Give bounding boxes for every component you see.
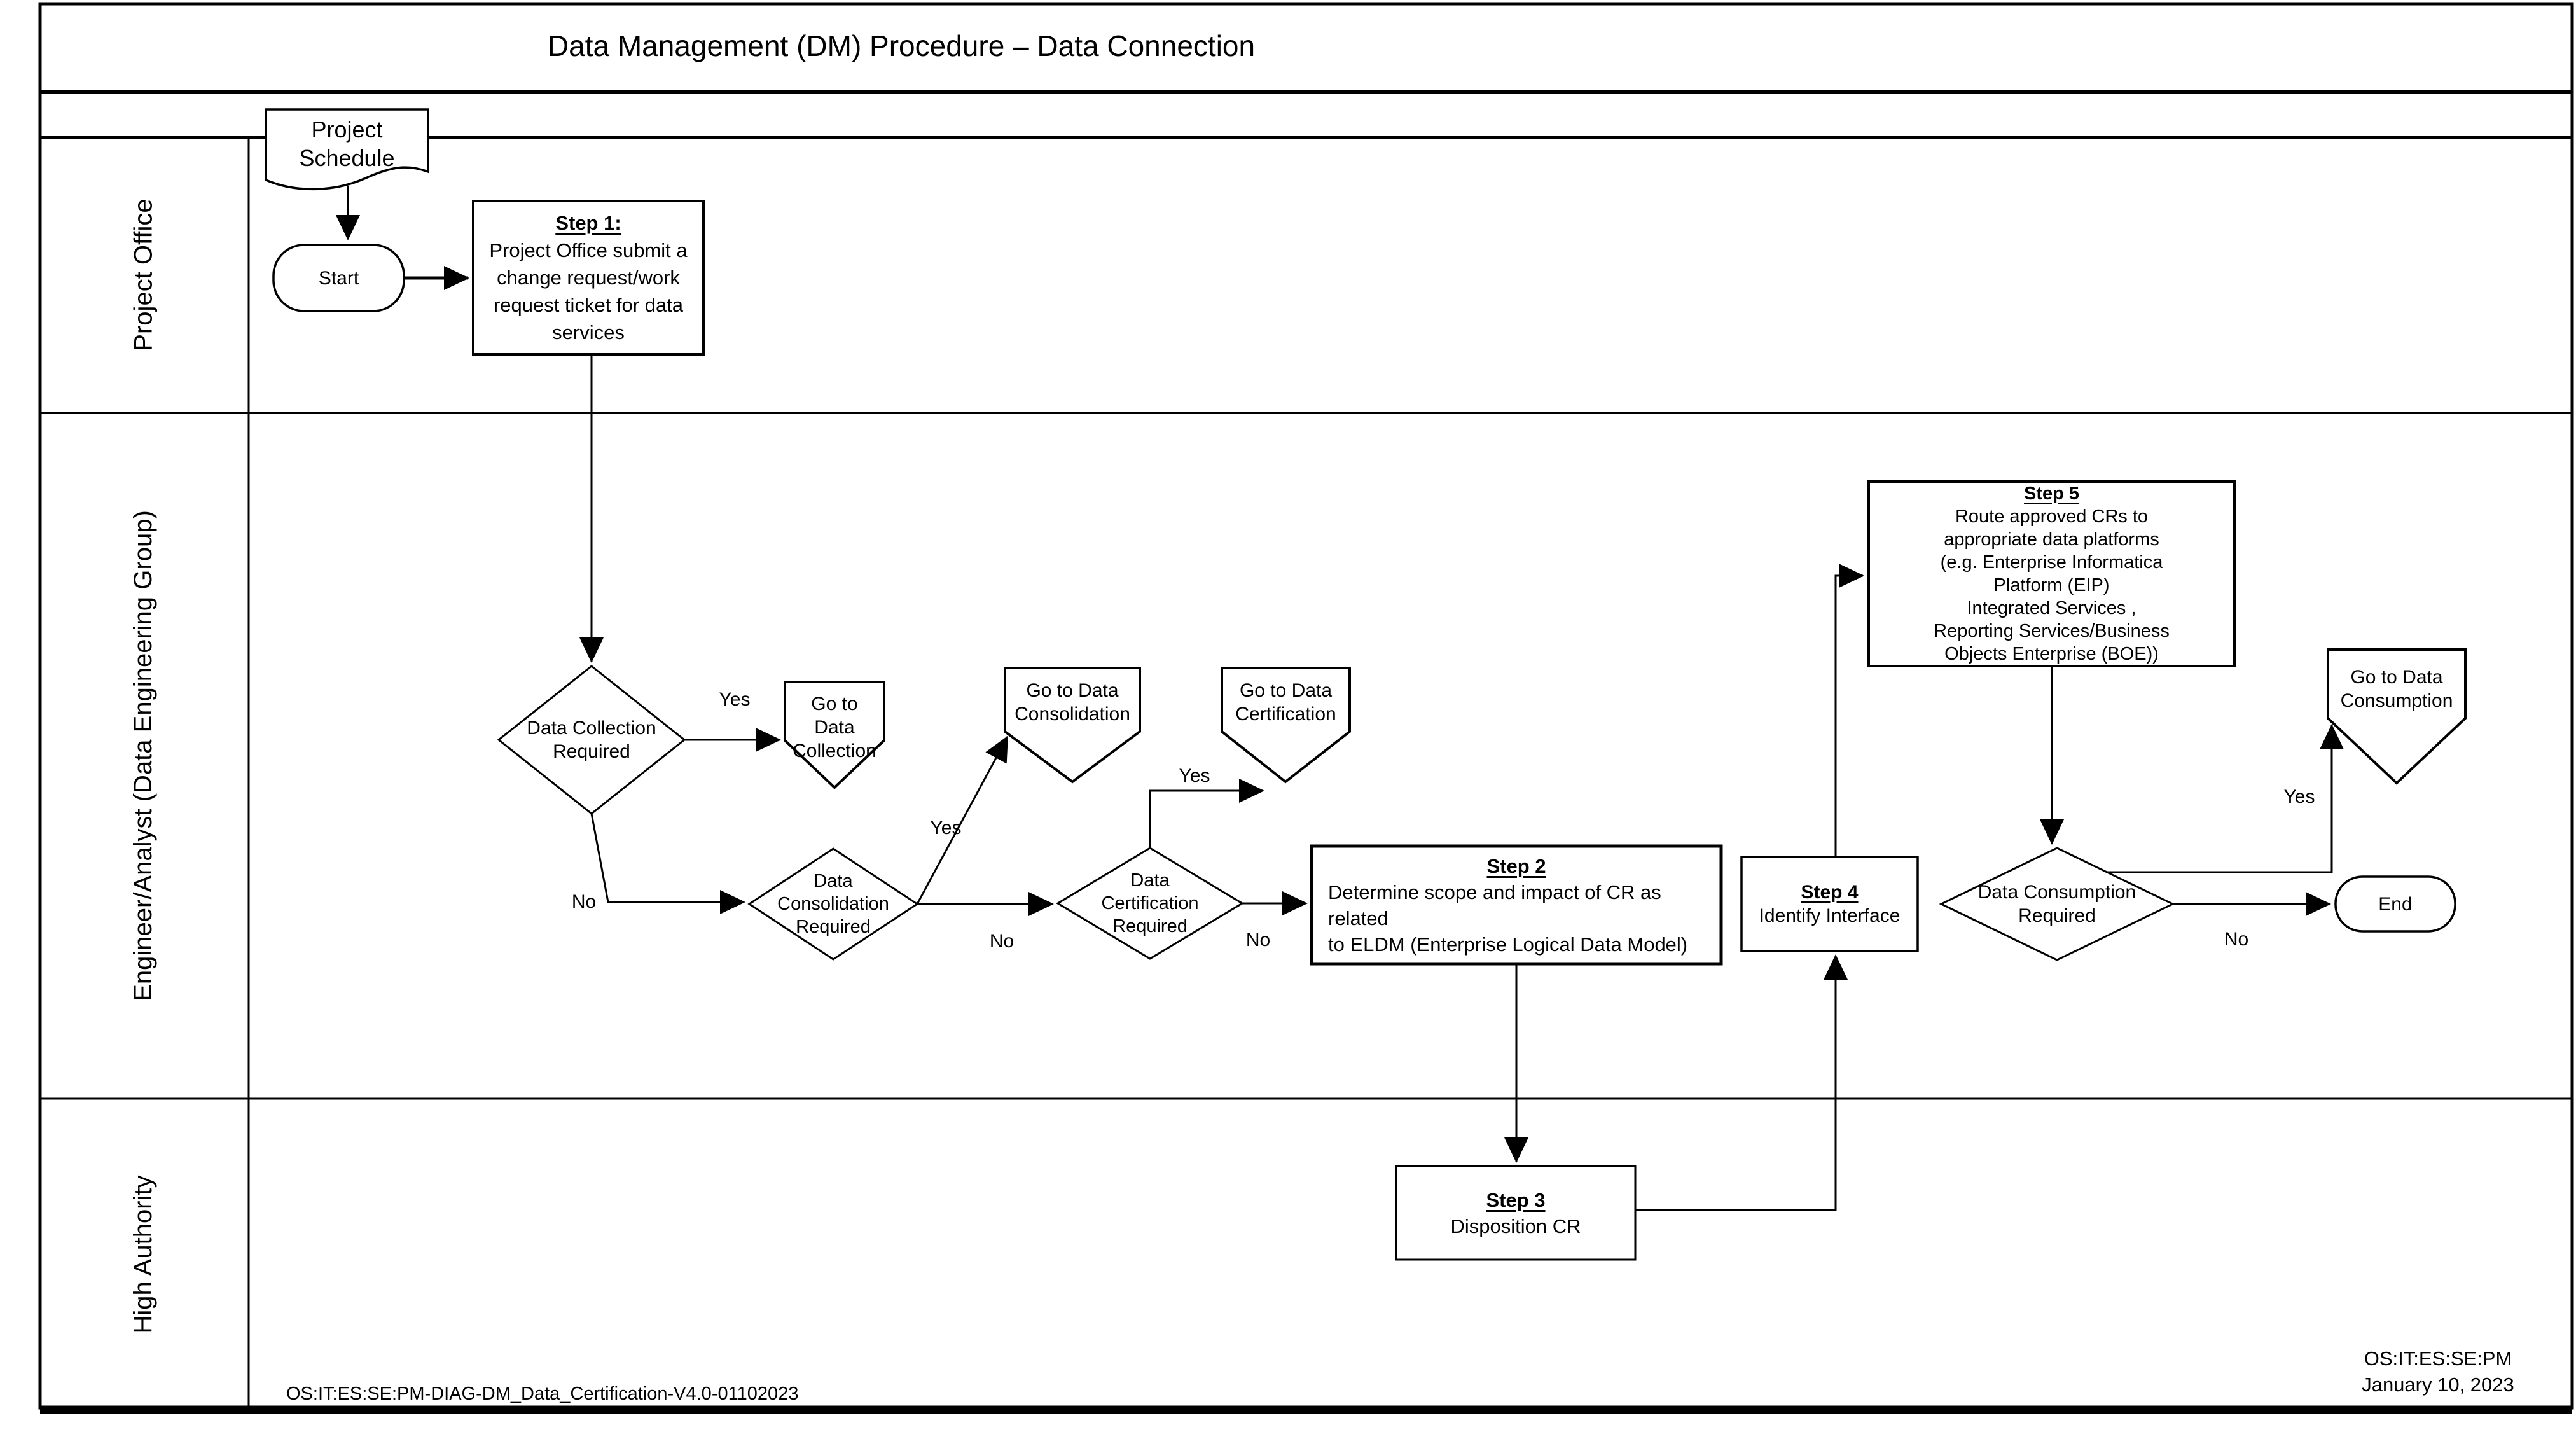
- data-certification-diamond-shape: [1056, 847, 1244, 960]
- step1-title: Step 1:: [555, 212, 621, 234]
- step3-body: Disposition CR: [1450, 1214, 1581, 1237]
- goto-consolidation-pentagon-shape: [1004, 667, 1141, 784]
- data-consumption-decision: Data Consumption Required: [1977, 882, 2136, 926]
- start-node: Start: [318, 267, 359, 289]
- step2-body: Determine scope and impact of CR as rela…: [1328, 880, 1688, 956]
- goto-consolidation-connector: Go to Data Consolidation: [1014, 680, 1130, 725]
- start-shape: [272, 244, 405, 312]
- step2-node: Step 2 Determine scope and impact of CR …: [1312, 846, 1721, 964]
- step2-box-shape: [1310, 844, 1723, 966]
- page-title: Data Management (DM) Procedure – Data Co…: [547, 29, 1256, 62]
- edge-step3-to-step4: [1635, 954, 1848, 1211]
- step3-node: Step 3 Disposition CR: [1396, 1166, 1635, 1260]
- lane-label-engineer-analyst: Engineer/Analyst (Data Engineering Group…: [128, 510, 157, 1001]
- step4-body: Identify Interface: [1759, 905, 1901, 926]
- data-collection-diamond-shape: [497, 665, 686, 815]
- edge-certification-yes: [1149, 779, 1264, 848]
- project-schedule-document-shape: [265, 108, 429, 191]
- end-node: End: [2378, 893, 2413, 915]
- goto-consumption-connector: Go to Data Consumption: [2340, 667, 2453, 711]
- label-consolidation-yes: Yes: [930, 817, 962, 838]
- step3-box-shape: [1395, 1165, 1637, 1261]
- step4-box-shape: [1740, 856, 1919, 952]
- lane-label-project-office: Project Office: [129, 198, 157, 351]
- edge-step4-to-step5: [1834, 564, 1864, 857]
- end-shape: [2334, 875, 2456, 933]
- step5-title: Step 5: [2023, 483, 2080, 504]
- label-certification-yes: Yes: [1179, 765, 1210, 786]
- step2-title: Step 2: [1486, 854, 1546, 877]
- goto-certification-pentagon-shape: [1221, 667, 1351, 784]
- goto-collection-connector: Go to Data Collection: [793, 693, 876, 761]
- data-consumption-diamond-shape: [1939, 847, 2175, 961]
- edge-collection-no: [590, 813, 745, 914]
- step3-title: Step 3: [1486, 1188, 1546, 1211]
- data-certification-decision: Data Certification Required: [1101, 870, 1199, 936]
- label-consumption-yes: Yes: [2283, 786, 2315, 807]
- data-consolidation-decision: Data Consolidation Required: [777, 871, 889, 937]
- goto-consumption-pentagon-shape: [2327, 648, 2467, 785]
- step5-node: Step 5 Route approved CRs to appropriate…: [1869, 482, 2234, 666]
- goto-certification-connector: Go to Data Certification: [1235, 680, 1336, 725]
- lane-label-high-authority: High Authority: [128, 1175, 157, 1334]
- edge-consolidation-yes: [916, 735, 1009, 905]
- data-collection-decision: Data Collection Required: [527, 718, 656, 762]
- step1-node: Step 1: Project Office submit a change r…: [473, 201, 703, 354]
- edge-consumption-yes: [2107, 724, 2344, 873]
- footer-org-date: OS:IT:ES:SE:PM January 10, 2023: [2322, 1345, 2554, 1398]
- label-certification-no: No: [1245, 929, 1271, 950]
- goto-collection-pentagon-shape: [784, 681, 885, 789]
- label-collection-yes: Yes: [719, 689, 751, 710]
- project-schedule-document: Project Schedule: [299, 116, 395, 171]
- step4-title: Step 4: [1801, 882, 1859, 903]
- step1-box-shape: [472, 200, 705, 356]
- footer-date: January 10, 2023: [2362, 1373, 2514, 1396]
- footer-org: OS:IT:ES:SE:PM: [2364, 1347, 2512, 1370]
- label-consumption-no: No: [2224, 929, 2249, 950]
- step5-body: Route approved CRs to appropriate data p…: [1934, 506, 2170, 664]
- step1-body: Project Office submit a change request/w…: [489, 239, 688, 344]
- label-consolidation-no: No: [989, 931, 1014, 952]
- step5-box-shape: [1867, 480, 2236, 667]
- data-consolidation-diamond-shape: [747, 847, 919, 961]
- step4-node: Step 4 Identify Interface: [1742, 857, 1918, 951]
- footer-document-id: OS:IT:ES:SE:PM-DIAG-DM_Data_Certificatio…: [286, 1383, 799, 1404]
- label-collection-no: No: [571, 891, 597, 912]
